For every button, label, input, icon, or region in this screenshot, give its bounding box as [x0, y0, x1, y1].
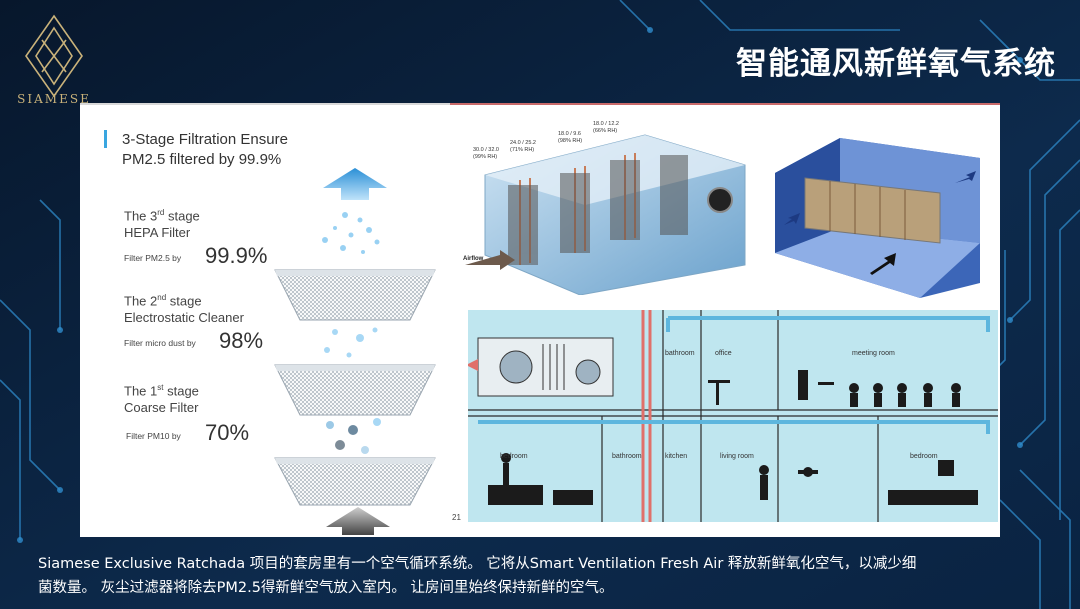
filter-stack-illustration — [274, 168, 436, 506]
unit-label-1: 30.0 / 32.0(99% RH) — [473, 147, 499, 160]
house-ventilation-diagram — [468, 310, 998, 522]
stage-1-title: The 1st stage — [124, 383, 199, 399]
unit-label-4: 18.0 / 12.2(66% RH) — [593, 121, 619, 134]
room-label-kitchen: kitchen — [665, 453, 688, 460]
air-handling-unit-illustration — [465, 134, 746, 295]
coarse-filter-icon — [274, 457, 436, 506]
filtration-heading-line2: PM2.5 filtered by 99.9% — [122, 151, 282, 168]
brand-name: SIAMESE — [17, 92, 91, 106]
slide-title: 智能通风新鲜氧气系统 — [736, 46, 1056, 82]
content-panel: 3-Stage Filtration Ensure PM2.5 filtered… — [80, 105, 1000, 537]
stage-2-title: The 2nd stage — [124, 293, 202, 309]
stage-2-name: Electrostatic Cleaner — [124, 310, 244, 325]
unit-label-3: 18.0 / 9.6(98% RH) — [558, 131, 583, 144]
stage-3-title: The 3rd stage — [124, 208, 200, 224]
unit-label-2: 24.0 / 25.2(71% RH) — [510, 140, 536, 153]
caption-line2: 菌数量。 灰尘过滤器将除去PM2.5得新鲜空气放入室内。 让房间里始终保持新鲜的… — [38, 580, 614, 596]
filtration-heading-line1: 3-Stage Filtration Ensure — [122, 131, 288, 148]
stage-1-percent: 70% — [205, 420, 250, 445]
slide-caption: Siamese Exclusive Ratchada 项目的套房里有一个空气循环… — [38, 552, 1048, 600]
room-label-living-room: living room — [720, 453, 754, 460]
panel-divider-accent — [450, 103, 1000, 105]
room-ventilation-illustration — [775, 138, 980, 298]
stage-3-note: Filter PM2.5 by — [124, 253, 182, 263]
dirty-air-arrow-icon — [326, 507, 390, 535]
room-label-bedroom-1: bedroom — [500, 453, 528, 460]
room-label-bathroom-upper: bathroom — [665, 350, 695, 357]
stage-2-note: Filter micro dust by — [124, 338, 196, 348]
panel-divider — [80, 103, 450, 105]
filtration-heading: 3-Stage Filtration Ensure PM2.5 filtered… — [122, 130, 288, 170]
airflow-label: Airflow — [463, 256, 484, 262]
stage-1-note: Filter PM10 by — [126, 431, 181, 441]
room-label-bedroom-2: bedroom — [910, 453, 938, 460]
stage-1-name: Coarse Filter — [124, 400, 199, 415]
page-number: 21 — [452, 513, 461, 522]
stage-3-name: HEPA Filter — [124, 225, 191, 240]
room-label-bathroom-lower: bathroom — [612, 453, 642, 460]
heading-accent-bar — [104, 130, 107, 148]
hepa-filter-icon — [274, 269, 436, 321]
room-label-meeting-room: meeting room — [852, 350, 895, 357]
caption-line1: Siamese Exclusive Ratchada 项目的套房里有一个空气循环… — [38, 556, 917, 572]
stage-3-percent: 99.9% — [205, 243, 268, 268]
stage-2-percent: 98% — [219, 328, 264, 353]
clean-air-arrow-icon — [323, 168, 387, 200]
room-label-office: office — [715, 350, 732, 357]
electrostatic-filter-icon — [274, 364, 436, 416]
siamese-logo — [25, 14, 83, 98]
